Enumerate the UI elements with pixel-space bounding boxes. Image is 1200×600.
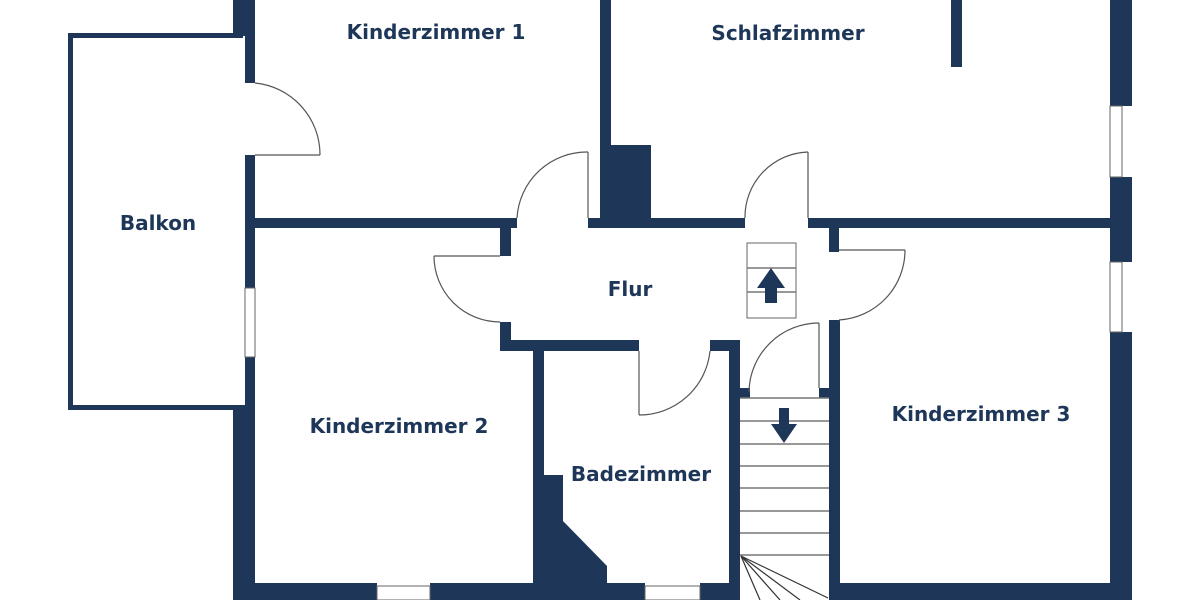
room-label-kinderzimmer2: Kinderzimmer 2: [309, 414, 489, 438]
window-k3: [1109, 261, 1123, 333]
balkon-outline: [68, 33, 243, 410]
arrow-down-icon: [771, 408, 797, 443]
door-k1[interactable]: [516, 151, 589, 219]
room-label-flur: Flur: [607, 277, 653, 301]
door-bad[interactable]: [638, 350, 711, 416]
stairs-up: [746, 242, 797, 319]
wall-k1-schlaf: [600, 0, 611, 228]
room-label-kinderzimmer1: Kinderzimmer 1: [346, 20, 526, 44]
bath-shaft: [544, 475, 607, 583]
room-label-schlafzimmer: Schlafzimmer: [711, 21, 865, 45]
door-stairs[interactable]: [748, 322, 820, 393]
wall-k1-k2: [245, 218, 517, 228]
room-label-kinderzimmer3: Kinderzimmer 3: [891, 402, 1071, 426]
room-label-balkon: Balkon: [119, 211, 197, 235]
room-label-badezimmer: Badezimmer: [570, 462, 712, 486]
window-bad: [644, 585, 701, 600]
door-schlaf[interactable]: [744, 151, 809, 219]
window-balkon: [244, 287, 256, 358]
chimney: [611, 145, 651, 228]
door-balkon[interactable]: [254, 82, 321, 156]
door-k3[interactable]: [838, 249, 906, 321]
right-outer-wall: [1110, 0, 1132, 600]
window-schlaf: [1109, 105, 1123, 178]
window-k2: [376, 585, 431, 600]
arrow-up-icon: [757, 268, 785, 303]
bottom-outer-wall: [233, 583, 1132, 600]
schlaf-partial-wall: [951, 0, 962, 67]
door-k2[interactable]: [433, 255, 501, 323]
stairs-down: [740, 397, 829, 600]
